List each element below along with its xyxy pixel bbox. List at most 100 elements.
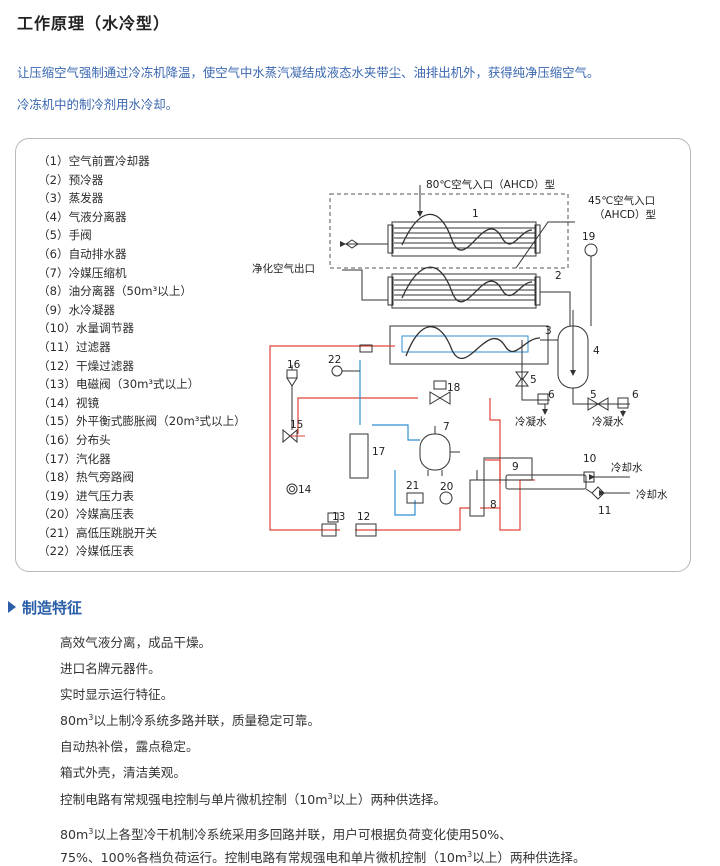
component-number: 17 bbox=[372, 446, 385, 458]
intro-line-1: 让压缩空气强制通过冷冻机降温，使空气中水蒸汽凝结成液态水夹带尘、油排出机外，获得… bbox=[17, 65, 600, 80]
inlet-pressure-gauge-icon bbox=[584, 243, 598, 257]
component-number: 7 bbox=[443, 421, 450, 433]
legend-item: （1）空气前置冷却器 bbox=[38, 154, 150, 168]
high-pressure-gauge-icon bbox=[439, 491, 453, 505]
feature-item: 进口名牌元器件。 bbox=[60, 661, 161, 676]
diagram-frame bbox=[15, 138, 691, 572]
auto-drain-icon bbox=[537, 393, 549, 405]
legend-item: （14）视镜 bbox=[38, 395, 100, 410]
feature-item: 自动热补偿，露点稳定。 bbox=[60, 739, 199, 754]
legend-item: （20）冷媒高压表 bbox=[38, 507, 134, 522]
hand-valve-icon bbox=[515, 371, 529, 381]
gas-liquid-separator-icon bbox=[557, 310, 589, 389]
oil-separator-icon bbox=[469, 479, 485, 517]
dryer-filter-icon bbox=[355, 523, 377, 537]
legend-item: （9）水冷凝器 bbox=[38, 302, 115, 317]
evaporator-icon bbox=[389, 325, 549, 365]
component-number: 20 bbox=[440, 481, 453, 493]
component-number: 4 bbox=[593, 345, 600, 357]
legend-item: （5）手阀 bbox=[38, 228, 92, 243]
component-number: 2 bbox=[555, 270, 562, 282]
component-number: 11 bbox=[598, 505, 611, 517]
condensate-label: 冷凝水 bbox=[515, 415, 547, 428]
auto-drain-icon bbox=[617, 397, 629, 409]
legend-item: （22）冷媒低压表 bbox=[38, 544, 134, 559]
component-number: 5 bbox=[530, 374, 537, 386]
component-number: 6 bbox=[632, 389, 639, 401]
legend-item: （15）外平衡式膨胀阀（20m³式以上） bbox=[38, 414, 246, 429]
low-pressure-gauge-icon bbox=[331, 365, 343, 377]
vaporizer-icon bbox=[349, 433, 369, 479]
component-number: 15 bbox=[290, 419, 303, 431]
refrigerant-compressor-icon bbox=[419, 426, 460, 476]
feature-item: 箱式外壳，清洁美观。 bbox=[60, 765, 186, 780]
feature-item: 实时显示运行特征。 bbox=[60, 687, 174, 702]
water-filter-icon bbox=[591, 486, 605, 500]
hand-valve-icon bbox=[587, 397, 599, 411]
feature-item: 控制电路有常规强电控制与单片微机控制（10m3以上）两种供选择。 bbox=[60, 792, 447, 807]
legend-item: （10）水量调节器 bbox=[38, 321, 134, 336]
legend-item: （13）电磁阀（30m³式以上） bbox=[38, 377, 200, 392]
feature-item: 75%、100%各档负荷运行。控制电路有常规强电和单片微机控制（10m3以上）两… bbox=[60, 850, 586, 865]
legend-item: （12）干燥过滤器 bbox=[38, 358, 134, 373]
pressure-switch-icon bbox=[406, 492, 424, 504]
component-number: 16 bbox=[287, 359, 301, 371]
refrigerant-liquid-line bbox=[269, 345, 395, 531]
page-title: 工作原理（水冷型） bbox=[17, 14, 171, 33]
hot-gas-line bbox=[480, 398, 501, 509]
intro-line-2: 冷冻机中的制冷剂用水冷却。 bbox=[17, 97, 179, 112]
legend-item: （18）热气旁路阀 bbox=[38, 470, 134, 485]
legend-item: （6）自动排水器 bbox=[38, 246, 127, 261]
legend-item: （3）蒸发器 bbox=[38, 191, 104, 206]
legend-item: （8）油分离器（50m³以上） bbox=[38, 284, 193, 299]
inlet-80-label: 80℃空气入口（AHCD）型 bbox=[426, 178, 555, 191]
feature-item: 80m3以上各型冷干机制冷系统采用多回路并联，用户可根据负荷变化使用50%、 bbox=[60, 827, 512, 842]
component-number: 6 bbox=[548, 389, 555, 401]
component-number: 1 bbox=[472, 208, 479, 220]
air-precooler-icon bbox=[387, 213, 541, 257]
intro-paragraph: 让压缩空气强制通过冷冻机降温，使空气中水蒸汽凝结成液态水夹带尘、油排出机外，获得… bbox=[17, 57, 717, 121]
legend-item: （17）汽化器 bbox=[38, 451, 111, 466]
inlet-45-label: （AHCD）型 bbox=[594, 208, 656, 221]
component-number: 9 bbox=[512, 461, 519, 473]
air-outlet-line bbox=[342, 269, 388, 301]
legend-item: （4）气液分离器 bbox=[38, 209, 127, 224]
legend-item: （19）进气压力表 bbox=[38, 488, 134, 503]
filter-icon bbox=[345, 239, 359, 249]
legend-item: （2）预冷器 bbox=[38, 172, 104, 187]
expansion-valve-icon bbox=[282, 428, 305, 444]
distributor-icon bbox=[286, 365, 298, 430]
component-legend: （1）空气前置冷却器 （2）预冷器 （3）蒸发器 （4）气液分离器 （5）手阀 … bbox=[38, 152, 246, 561]
component-number: 21 bbox=[406, 480, 419, 492]
sight-glass-icon bbox=[286, 483, 298, 495]
solenoid-valve-icon bbox=[321, 512, 339, 537]
features-heading-text: 制造特征 bbox=[22, 599, 83, 617]
component-number: 14 bbox=[298, 484, 312, 496]
pre-cooler-enclosure bbox=[329, 193, 569, 269]
water-condenser-icon bbox=[483, 457, 587, 490]
legend-item: （7）冷媒压缩机 bbox=[38, 265, 127, 280]
component-number: 19 bbox=[582, 231, 595, 243]
outlet-label: 净化空气出口 bbox=[252, 262, 315, 275]
legend-item: （16）分布头 bbox=[38, 432, 111, 447]
hot-gas-bypass-line bbox=[297, 397, 418, 434]
component-number: 18 bbox=[447, 382, 460, 394]
component-number: 8 bbox=[490, 499, 497, 511]
feature-item: 高效气液分离，成品干燥。 bbox=[60, 635, 212, 650]
cooling-water-out-label: 冷却水 bbox=[611, 461, 643, 474]
air-inlet-45-line bbox=[515, 221, 575, 269]
component-number: 12 bbox=[357, 511, 370, 523]
cooling-water-in-label: 冷却水 bbox=[636, 488, 668, 501]
component-number: 10 bbox=[583, 453, 596, 465]
component-number: 22 bbox=[328, 354, 341, 366]
component-number: 3 bbox=[545, 325, 552, 337]
legend-item: （11）过滤器 bbox=[38, 339, 111, 354]
feature-item: 80m3以上制冷系统多路并联，质量稳定可靠。 bbox=[60, 713, 321, 728]
features-heading: 制造特征 bbox=[8, 597, 82, 618]
legend-item: （21）高低压跳脱开关 bbox=[38, 525, 158, 540]
triangle-bullet-icon bbox=[8, 601, 16, 613]
precooler-icon bbox=[387, 266, 541, 309]
component-number: 13 bbox=[332, 511, 345, 523]
component-number: 5 bbox=[590, 389, 597, 401]
